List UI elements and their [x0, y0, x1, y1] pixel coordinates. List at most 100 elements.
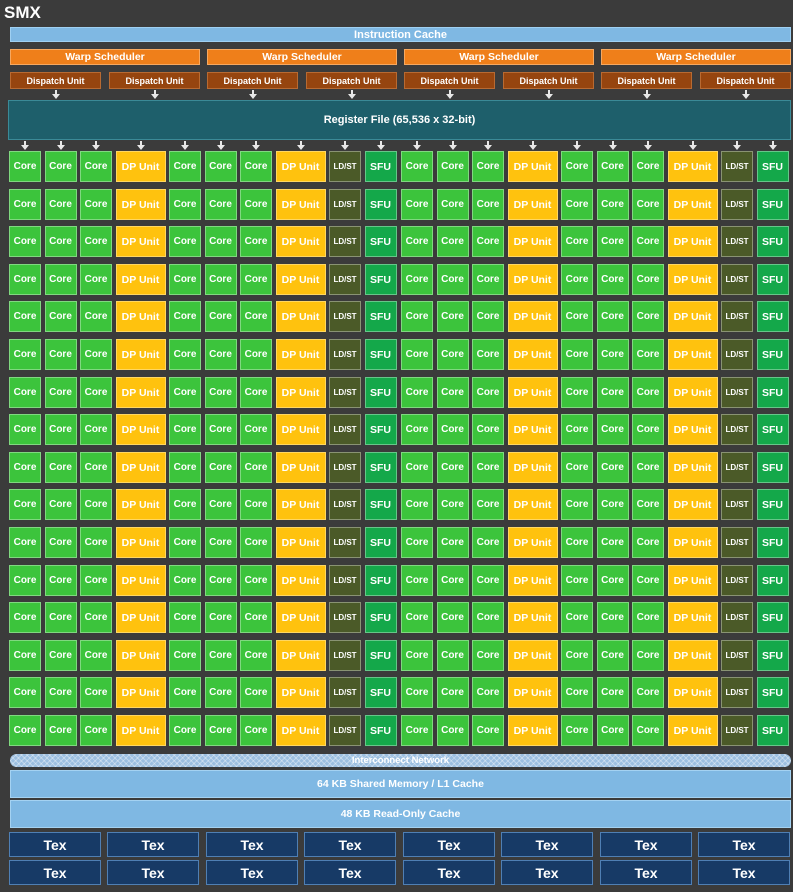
core-unit: Core: [9, 301, 41, 332]
warp-scheduler: Warp Scheduler: [404, 49, 594, 65]
core-unit: Core: [240, 414, 272, 445]
warp-scheduler: Warp Scheduler: [207, 49, 397, 65]
sfu-unit: SFU: [756, 189, 789, 220]
ld-st-unit: LD/ST: [721, 339, 753, 370]
texture-unit: Tex: [304, 860, 396, 885]
ld-st-unit: LD/ST: [329, 414, 361, 445]
register-arrow-icon: [688, 141, 697, 150]
shared-memory-l1-cache: 64 KB Shared Memory / L1 Cache: [10, 770, 791, 798]
ld-st-unit: LD/ST: [329, 452, 361, 483]
dp-unit: DP Unit: [507, 565, 558, 596]
dp-unit: DP Unit: [667, 565, 718, 596]
dp-unit: DP Unit: [507, 414, 558, 445]
dp-unit: DP Unit: [275, 527, 326, 558]
core-unit: Core: [596, 677, 629, 708]
register-file: Register File (65,536 x 32-bit): [8, 100, 791, 140]
core-unit: Core: [169, 677, 201, 708]
ld-st-unit: LD/ST: [329, 226, 361, 257]
dp-unit: DP Unit: [115, 226, 166, 257]
core-unit: Core: [9, 489, 41, 520]
core-unit: Core: [240, 452, 272, 483]
dp-unit: DP Unit: [667, 339, 718, 370]
dp-unit: DP Unit: [115, 377, 166, 408]
dp-unit: DP Unit: [115, 452, 166, 483]
ld-st-unit: LD/ST: [721, 226, 753, 257]
core-unit: Core: [204, 151, 237, 182]
core-unit: Core: [9, 715, 41, 746]
core-unit: Core: [169, 226, 201, 257]
core-unit: Core: [80, 602, 112, 633]
core-unit: Core: [561, 677, 593, 708]
dp-unit: DP Unit: [275, 715, 326, 746]
core-unit: Core: [80, 489, 112, 520]
texture-unit: Tex: [600, 832, 692, 857]
core-unit: Core: [9, 452, 41, 483]
ld-st-unit: LD/ST: [329, 715, 361, 746]
core-unit: Core: [472, 414, 504, 445]
dispatch-arrow-icon: [347, 90, 356, 99]
core-unit: Core: [632, 489, 664, 520]
core-unit: Core: [436, 226, 469, 257]
sfu-unit: SFU: [756, 452, 789, 483]
sfu-unit: SFU: [756, 151, 789, 182]
core-unit: Core: [9, 226, 41, 257]
dispatch-arrow-icon: [544, 90, 553, 99]
core-unit: Core: [561, 527, 593, 558]
sfu-unit: SFU: [756, 677, 789, 708]
register-arrow-icon: [252, 141, 260, 150]
core-unit: Core: [240, 189, 272, 220]
register-arrow-icon: [733, 141, 741, 150]
dp-unit: DP Unit: [507, 264, 558, 295]
dp-unit: DP Unit: [115, 414, 166, 445]
sfu-unit: SFU: [364, 264, 397, 295]
core-unit: Core: [169, 377, 201, 408]
core-unit: Core: [169, 715, 201, 746]
texture-unit: Tex: [107, 860, 199, 885]
core-unit: Core: [9, 565, 41, 596]
core-unit: Core: [436, 189, 469, 220]
core-unit: Core: [44, 602, 77, 633]
core-unit: Core: [240, 565, 272, 596]
sfu-unit: SFU: [364, 602, 397, 633]
core-unit: Core: [80, 301, 112, 332]
ld-st-unit: LD/ST: [329, 602, 361, 633]
core-unit: Core: [472, 677, 504, 708]
dp-unit: DP Unit: [275, 189, 326, 220]
register-arrow-icon: [56, 141, 65, 150]
core-unit: Core: [561, 226, 593, 257]
core-unit: Core: [401, 489, 433, 520]
core-unit: Core: [44, 677, 77, 708]
core-unit: Core: [80, 339, 112, 370]
core-unit: Core: [561, 339, 593, 370]
dispatch-unit: Dispatch Unit: [207, 72, 298, 89]
core-unit: Core: [436, 301, 469, 332]
core-unit: Core: [204, 489, 237, 520]
dp-unit: DP Unit: [507, 640, 558, 671]
core-unit: Core: [44, 565, 77, 596]
ld-st-unit: LD/ST: [721, 452, 753, 483]
register-arrow-icon: [448, 141, 457, 150]
core-unit: Core: [169, 489, 201, 520]
register-arrow-icon: [341, 141, 349, 150]
core-unit: Core: [596, 452, 629, 483]
sfu-unit: SFU: [364, 377, 397, 408]
core-unit: Core: [44, 715, 77, 746]
core-unit: Core: [632, 677, 664, 708]
core-unit: Core: [472, 640, 504, 671]
core-unit: Core: [401, 226, 433, 257]
ld-st-unit: LD/ST: [721, 264, 753, 295]
core-unit: Core: [401, 565, 433, 596]
core-unit: Core: [401, 339, 433, 370]
core-unit: Core: [436, 264, 469, 295]
core-unit: Core: [561, 151, 593, 182]
core-unit: Core: [204, 452, 237, 483]
ld-st-unit: LD/ST: [329, 565, 361, 596]
texture-unit: Tex: [206, 832, 298, 857]
ld-st-unit: LD/ST: [329, 301, 361, 332]
core-unit: Core: [240, 489, 272, 520]
dp-unit: DP Unit: [667, 414, 718, 445]
register-arrow-icon: [92, 141, 100, 150]
core-unit: Core: [9, 377, 41, 408]
dp-unit: DP Unit: [275, 677, 326, 708]
